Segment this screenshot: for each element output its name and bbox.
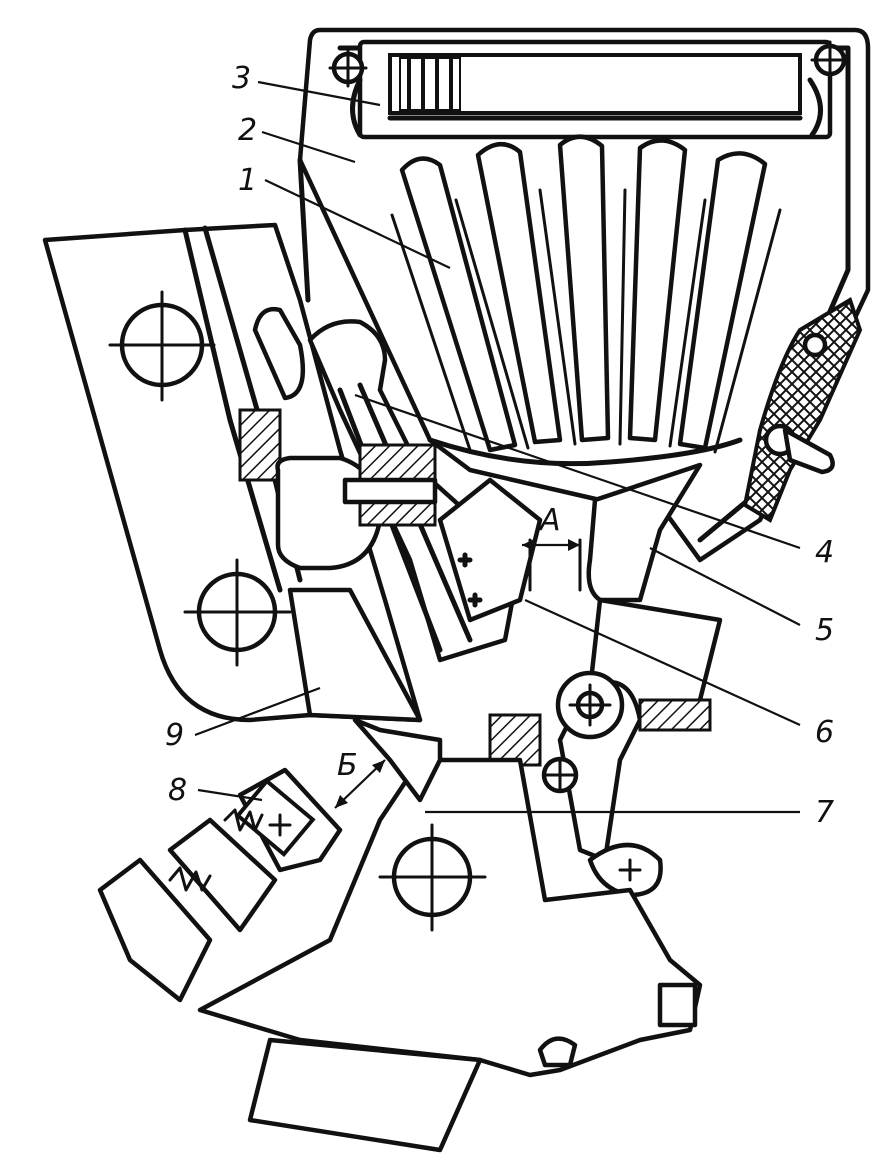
- bolt-icon: [328, 48, 368, 88]
- spring-icon: [223, 808, 264, 832]
- adjusting-screw-assembly: [97, 767, 343, 1003]
- callout-label-8: 8: [168, 773, 187, 808]
- callouts: 3 2 1 4 5 6 7 8 9: [165, 61, 834, 830]
- callout-label-9: 9: [165, 718, 184, 753]
- dimension-label-b: Б: [337, 748, 358, 783]
- bolt-icon: [378, 823, 487, 932]
- callout-label-4: 4: [815, 535, 834, 570]
- base-plate: [197, 717, 703, 1153]
- callout-label-7: 7: [815, 795, 834, 830]
- callout-label-6: 6: [815, 715, 834, 750]
- dimension-gap-b: Б: [334, 748, 386, 809]
- pivot-icon: [541, 756, 579, 794]
- blowout-magnet-frame: [328, 39, 850, 140]
- spring-icon: [168, 866, 212, 892]
- bolt-icon: [108, 290, 216, 402]
- dimension-label-a: A: [538, 503, 561, 538]
- callout-label-5: 5: [815, 613, 834, 648]
- pivot-icon: [555, 670, 625, 740]
- arc-splitter-plates: [390, 134, 782, 467]
- bolt-icon: [810, 40, 850, 80]
- callout-label-1: 1: [238, 163, 257, 198]
- bolt-icon: [183, 558, 292, 667]
- dimension-gap-a: A: [522, 503, 580, 551]
- fixed-contact: [437, 462, 703, 623]
- callout-label-3: 3: [232, 61, 251, 96]
- callout-label-2: 2: [238, 113, 257, 148]
- right-bracket: [742, 297, 863, 523]
